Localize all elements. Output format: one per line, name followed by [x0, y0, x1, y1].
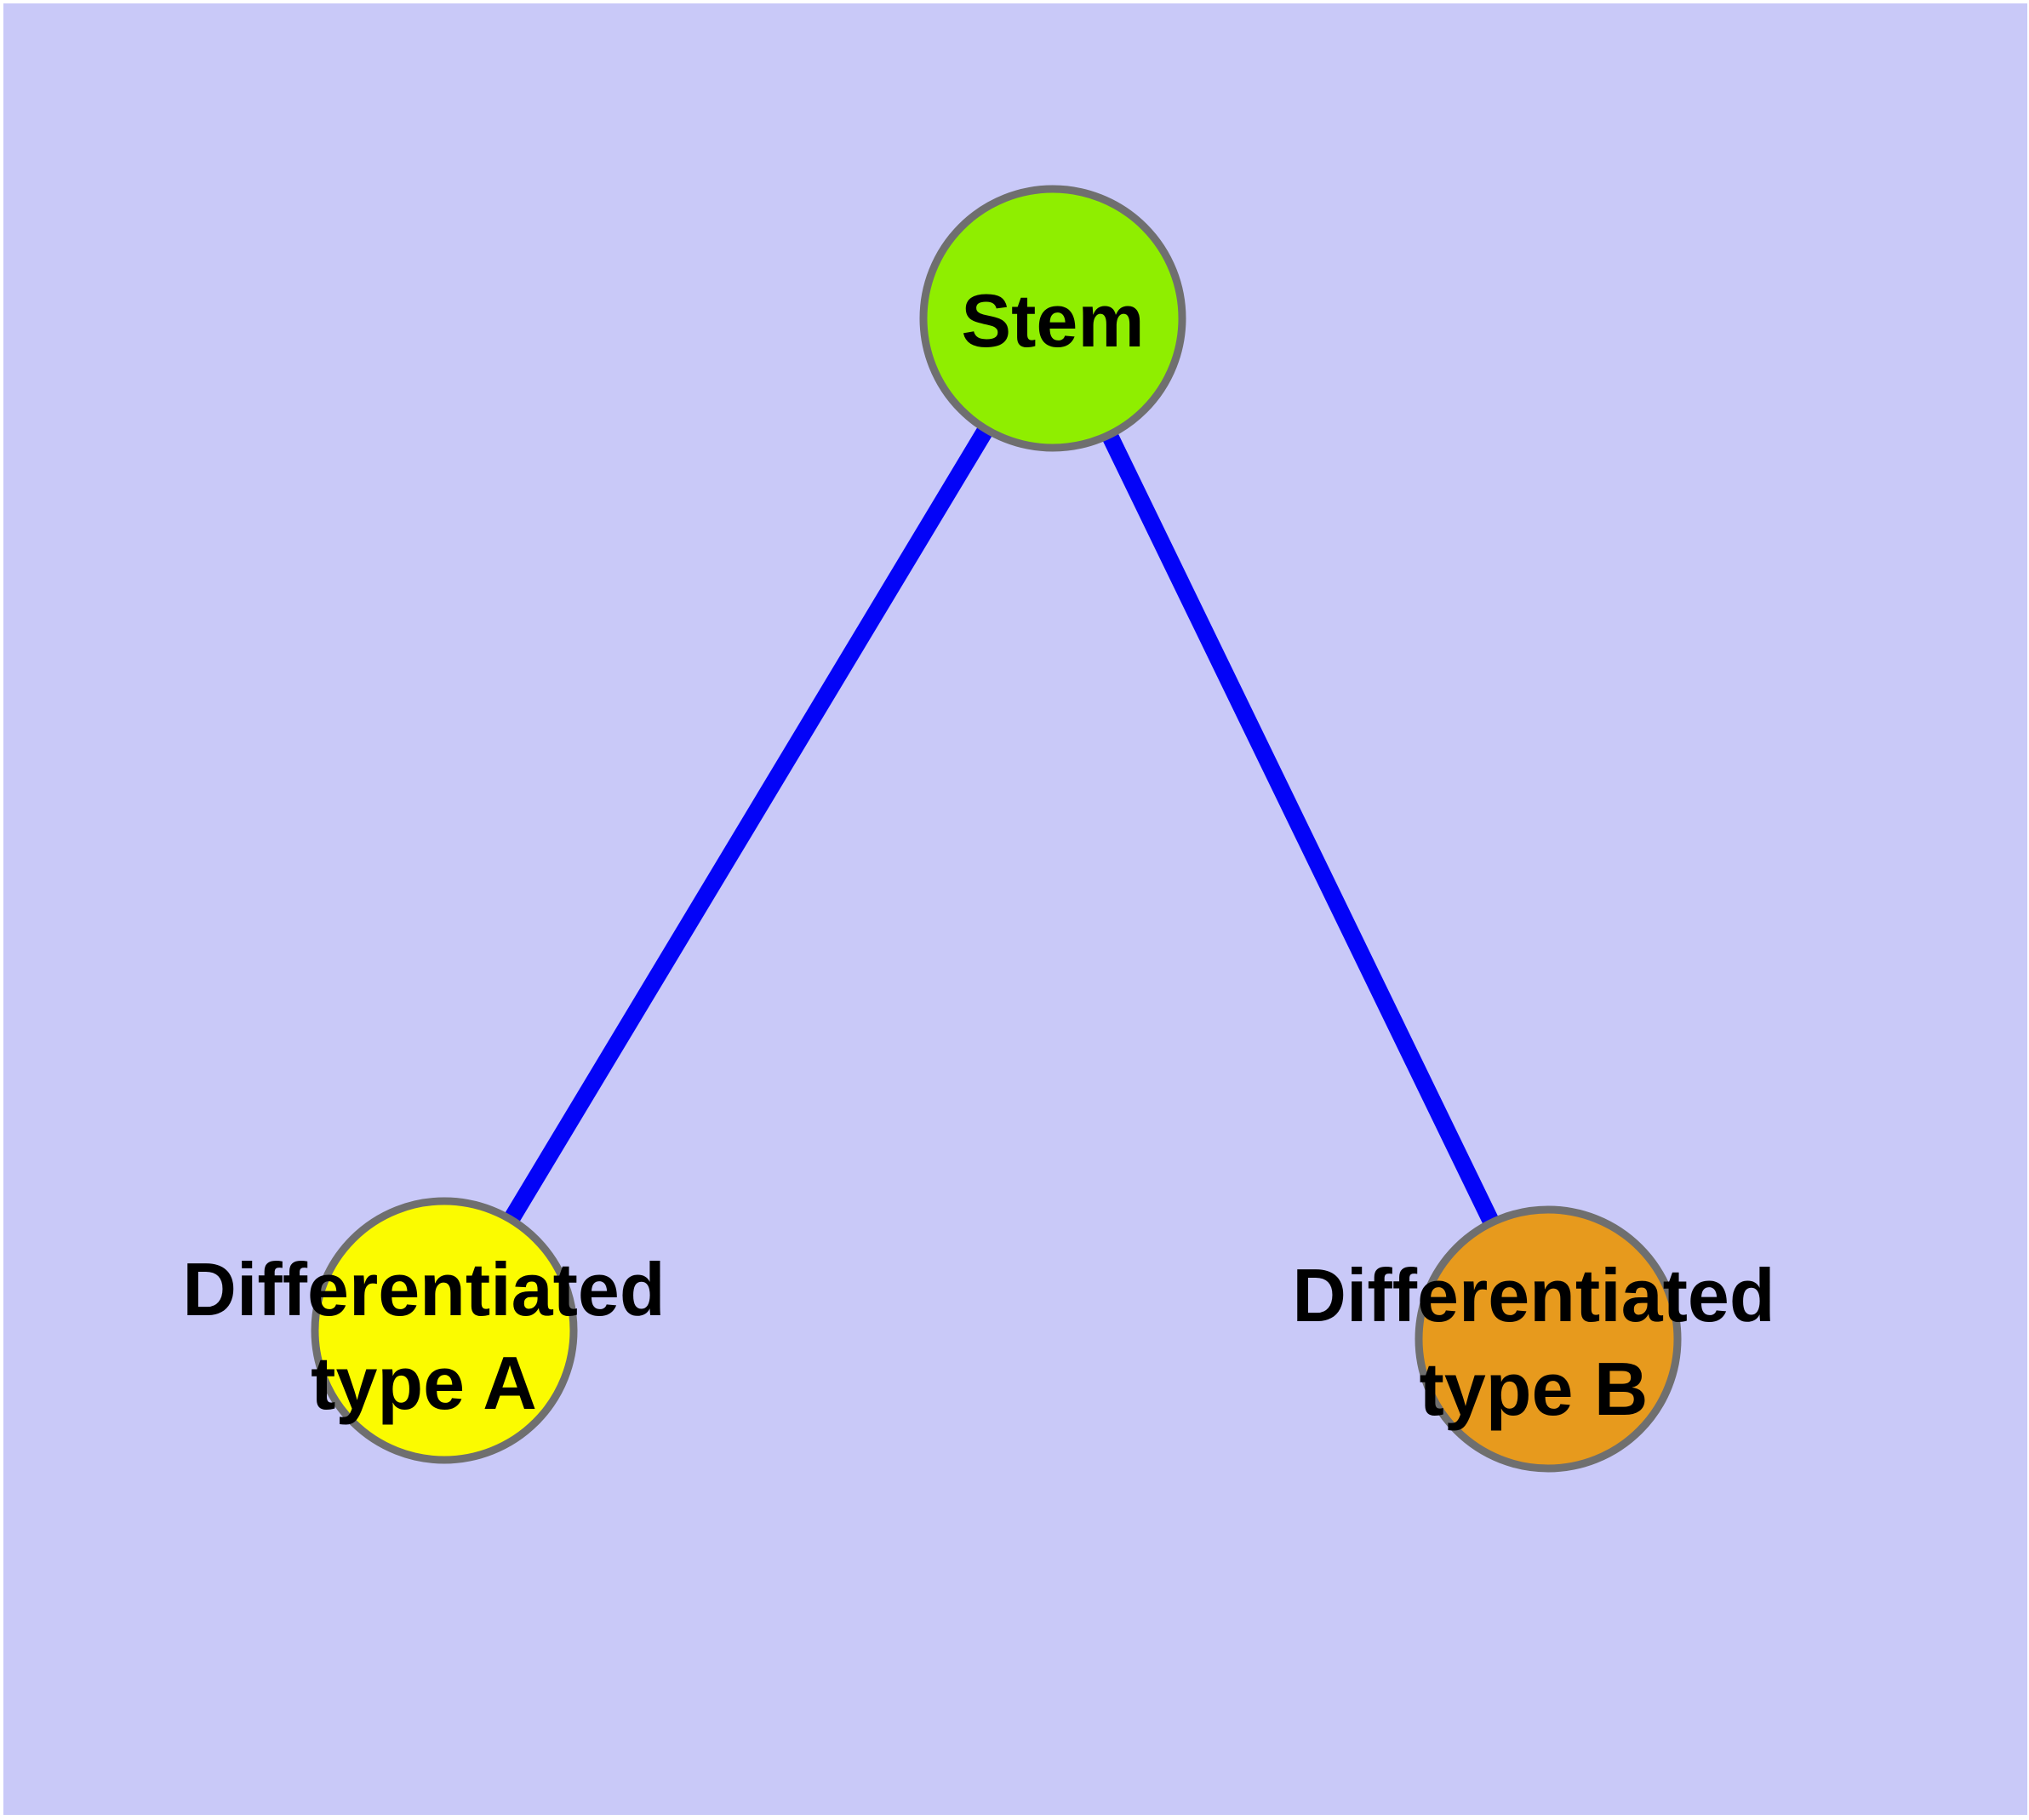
differentiated-type-a-label-line2: type A [311, 1341, 537, 1425]
stem-node [919, 185, 1186, 452]
differentiated-type-b-label-line2: type B [1420, 1347, 1649, 1431]
differentiated-type-a-label-line1: Differentiated [182, 1247, 665, 1331]
differentiated-type-a-node [311, 1197, 578, 1464]
edge-stem-to-type-a [437, 313, 1060, 1336]
differentiated-type-b-node [1415, 1205, 1682, 1473]
edge-stem-to-type-b [1045, 314, 1556, 1343]
differentiated-type-b-label-line1: Differentiated [1292, 1253, 1775, 1337]
stem-node-label: Stem [961, 278, 1144, 363]
